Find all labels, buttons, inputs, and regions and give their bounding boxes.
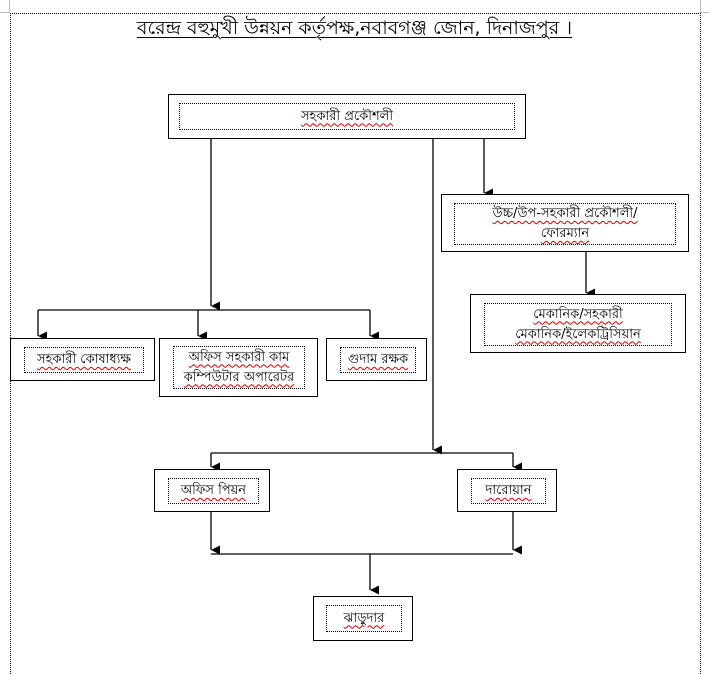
- node-label-line1: মেকানিক/সহকারী: [533, 306, 623, 322]
- document-title-text: বরেন্দ্র বহুমুখী উন্নয়ন কর্তৃপক্ষ,নবাবগ…: [136, 17, 573, 39]
- page-corner-mark: [0, 0, 10, 13]
- node-sweeper[interactable]: ঝাড়ুদার: [313, 596, 413, 641]
- node-asst-cashier[interactable]: সহকারী কোষাধ্যক্ষ: [10, 338, 155, 381]
- node-label-line2: ফোরম্যান: [540, 226, 590, 241]
- node-label-line2: মেকানিক/ইলেকট্রিসিয়ান: [515, 326, 641, 342]
- node-asst-engineer[interactable]: সহকারী প্রকৌশলী: [168, 94, 526, 139]
- node-guard[interactable]: দারোয়ান: [457, 469, 557, 512]
- node-sub-asst-engineer[interactable]: উচ্চ/উপ-সহকারী প্রকৌশলী/ ফোরম্যান: [441, 194, 689, 252]
- node-office-asst[interactable]: অফিস সহকারী কাম কম্পিউটার অপারেটর: [159, 338, 318, 397]
- node-label: অফিস পিয়ন: [180, 483, 247, 498]
- node-label: সহকারী প্রকৌশলী: [300, 108, 394, 124]
- document-title: বরেন্দ্র বহুমুখী উন্নয়ন কর্তৃপক্ষ,নবাবগ…: [0, 14, 709, 42]
- page-corner-mark: [700, 0, 709, 13]
- node-label-line1: উচ্চ/উপ-সহকারী প্রকৌশলী/: [492, 206, 638, 221]
- node-label: দারোয়ান: [485, 483, 532, 498]
- node-label: গুদাম রক্ষক: [347, 352, 409, 367]
- node-office-peon[interactable]: অফিস পিয়ন: [154, 469, 270, 512]
- node-mechanic[interactable]: মেকানিক/সহকারী মেকানিক/ইলেকট্রিসিয়ান: [470, 294, 686, 353]
- node-label-line2: কম্পিউটার অপারেটর: [183, 369, 295, 385]
- connector-lines: [37, 138, 595, 595]
- node-label-line1: অফিস সহকারী কাম: [188, 349, 290, 365]
- node-label: সহকারী কোষাধ্যক্ষ: [37, 352, 131, 367]
- node-label: ঝাড়ুদার: [343, 610, 385, 626]
- node-storekeeper[interactable]: গুদাম রক্ষক: [326, 338, 427, 381]
